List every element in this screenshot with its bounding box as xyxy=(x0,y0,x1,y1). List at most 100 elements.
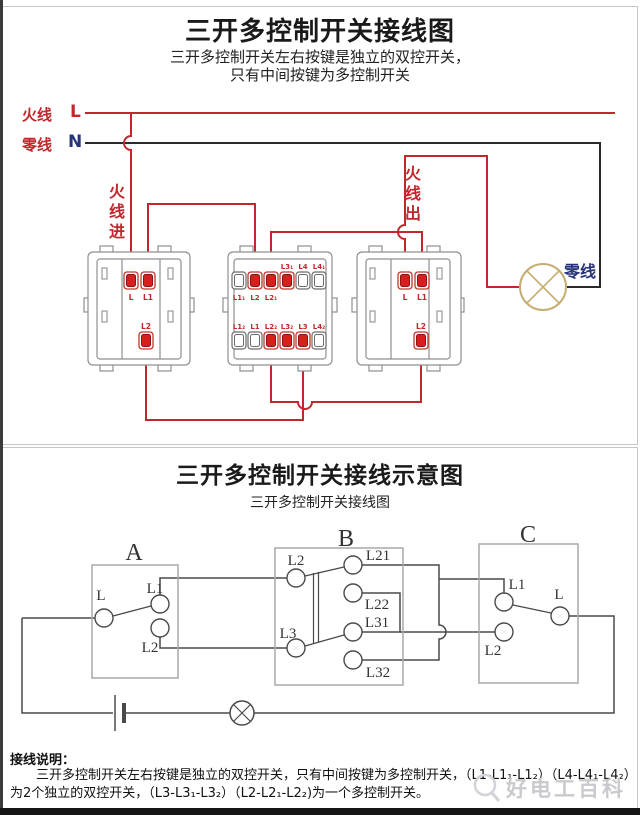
switch-b-label-l21: L21 xyxy=(366,548,390,564)
switch-a-label-l: L xyxy=(96,588,105,604)
sw2-bottom-label-0: L1₂ xyxy=(233,323,245,331)
watermark-text: 好电工百科 xyxy=(506,777,626,801)
live-in-drop xyxy=(123,113,132,272)
switch-b-terminal-l22 xyxy=(343,583,363,603)
switch-b-terminal-l3 xyxy=(286,638,306,658)
switch-b-label-l32: L32 xyxy=(366,665,390,681)
top-wiring-svg: L L1 L2 L1₁ L2 L2₁ xyxy=(83,112,615,421)
sw2-bottom-label-2: L2₂ xyxy=(265,323,277,331)
switch-c-terminal-l xyxy=(550,606,570,626)
switch-b-terminal-l32 xyxy=(343,650,363,670)
switch-a-name: A xyxy=(125,540,143,566)
switch-b-label-l22: L22 xyxy=(365,597,389,613)
switch-a: A L L1 L2 xyxy=(91,540,179,679)
switch1-terminals: L L1 L2 xyxy=(123,271,156,350)
sw2-top-label-4: L4 xyxy=(298,263,307,271)
switch2-terminals-top: L1₁ L2 L2₁ L3₁ L4 L4₁ xyxy=(231,263,327,302)
switch-c: C L1 L L2 xyxy=(478,522,579,684)
schematic-svg: A L L1 L2 B L2 L3 L21 L22 L31 L32 xyxy=(21,522,615,731)
sw1-terminal-label-l: L xyxy=(129,293,134,302)
wire-sw2-bottom-to-sw1 xyxy=(145,349,304,421)
switch-a-label-l2: L2 xyxy=(142,640,159,656)
switch-b: B L2 L3 L21 L22 L31 L32 xyxy=(274,526,404,686)
switch3-terminals: L L1 L2 xyxy=(397,271,430,350)
top-panel-title: 三开多控制开关接线图 xyxy=(184,17,455,47)
switch-b-levers xyxy=(304,566,345,647)
sw3-terminal-label-l1: L1 xyxy=(417,293,427,302)
switch-b-name: B xyxy=(338,526,354,552)
neutral-wire-label: 零线 xyxy=(22,136,53,154)
wire-al1-to-bl2 xyxy=(159,577,287,595)
sw2-bottom-label-5: L4₂ xyxy=(313,323,325,331)
schematic-lamp-cross xyxy=(233,704,251,722)
live-in-label: 火线进 xyxy=(108,182,125,241)
switch-c-label-l1: L1 xyxy=(509,577,526,593)
top-panel-subtitle-1: 三开多控制开关左右按键是独立的双控开关， xyxy=(169,48,470,66)
wire-sw1-to-sw2 xyxy=(147,203,256,272)
switch-c-name: C xyxy=(520,522,536,548)
switch-b-label-l2: L2 xyxy=(288,553,305,569)
sw2-top-label-1: L2 xyxy=(250,294,259,302)
switch-b-label-l31: L31 xyxy=(365,615,389,631)
neutral-wire xyxy=(85,142,601,288)
live-wire-letter: L xyxy=(70,102,81,122)
sw2-top-label-0: L1₁ xyxy=(233,294,245,302)
switch-b-box xyxy=(274,547,404,686)
wire-al2-to-bl3 xyxy=(159,637,287,649)
switch-c-lever xyxy=(512,604,552,614)
lamp-cross xyxy=(526,270,560,304)
sw1-terminal-label-l2: L2 xyxy=(141,322,151,331)
switch-a-box xyxy=(91,564,179,679)
watermark: 好电工百科 xyxy=(472,772,626,804)
switch-c-label-l2: L2 xyxy=(485,643,502,659)
lamp-symbol xyxy=(519,263,567,311)
switch-a-label-l1: L1 xyxy=(147,581,164,597)
lamp-neutral-label: 零线 xyxy=(564,262,597,281)
wire-sw2-bottom-to-sw3 xyxy=(270,349,422,410)
live-wire-label: 火线 xyxy=(22,106,53,124)
switch-a-terminal-l2 xyxy=(150,618,170,638)
wire-battery-to-left xyxy=(21,618,113,714)
sw2-top-label-2: L2₁ xyxy=(265,294,277,302)
bottom-panel-title: 三开多控制开关接线示意图 xyxy=(176,463,464,489)
notes-line-2: 为2个独立的双控开关，（L3-L3₁-L3₂）（L2-L2₁-L2₂)为一个多控… xyxy=(10,786,430,801)
gang-link-bars xyxy=(312,572,320,643)
switch-a-terminal-l xyxy=(94,608,114,628)
top-panel-subtitle-2: 只有中间按键为多控制开关 xyxy=(229,66,410,84)
battery-symbol xyxy=(114,695,126,731)
switch2-terminals-bottom: L1₂ L1 L2₂ L3₂ L3 L4₂ xyxy=(231,323,327,350)
live-out-label: 火线出 xyxy=(404,164,421,223)
bottom-black-bar xyxy=(0,808,640,815)
sw2-bottom-label-1: L1 xyxy=(250,323,259,331)
notes-line-1: 三开多控制开关左右按键是独立的双控开关，只有中间按键为多控制开关，（L1-L1₁… xyxy=(36,768,637,783)
sw3-terminal-label-l2: L2 xyxy=(416,322,426,331)
neutral-wire-letter: N xyxy=(68,132,83,152)
jumper-l21-l32 xyxy=(362,564,447,661)
switch-b-terminal-l31 xyxy=(343,622,363,642)
sw1-terminal-label-l1: L1 xyxy=(143,293,153,302)
left-edge-strip xyxy=(0,0,3,815)
switch-c-label-l: L xyxy=(554,587,563,603)
switch-c-terminal-l1 xyxy=(494,592,514,612)
wire-cl-to-lamp xyxy=(254,615,615,714)
switch-b-terminal-l21 xyxy=(343,555,363,575)
switch-c-box xyxy=(478,543,579,684)
sw2-top-label-3: L3₁ xyxy=(281,263,293,271)
jumper-l22-l31 xyxy=(362,592,401,633)
switch-b-terminal-l2 xyxy=(286,568,306,588)
switch3-body xyxy=(351,245,465,372)
sw2-top-label-5: L4₁ xyxy=(313,263,325,271)
magnifier-icon xyxy=(473,773,501,802)
switch-b-label-l3: L3 xyxy=(280,626,297,642)
switch-c-terminal-l2 xyxy=(494,622,514,642)
switch-a-terminal-l1 xyxy=(150,594,170,614)
wire-to-cl1 xyxy=(439,578,505,593)
schematic-wires xyxy=(21,564,615,714)
live-out-to-lamp xyxy=(397,155,521,288)
sw3-terminal-label-l: L xyxy=(403,293,408,302)
sw2-bottom-label-3: L3₂ xyxy=(281,323,293,331)
bottom-panel-subtitle: 三开多控制开关接线图 xyxy=(250,495,390,511)
schematic-lamp xyxy=(229,700,255,726)
switch-a-lever xyxy=(112,605,152,617)
